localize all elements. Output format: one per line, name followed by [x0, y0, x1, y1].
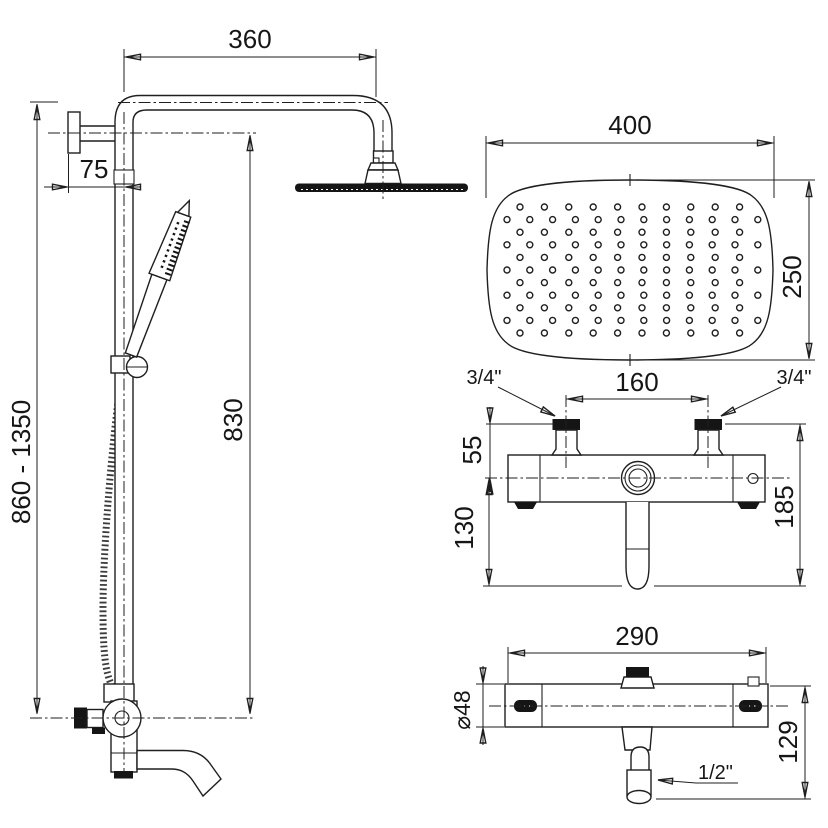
top-button — [747, 676, 760, 687]
overhead-shower-plate — [295, 183, 468, 192]
dim-body-width-label: 290 — [615, 621, 658, 651]
column-mixer-assembly — [74, 683, 222, 798]
dim-head-width-label: 400 — [608, 110, 651, 140]
dim-total-height-label: 185 — [769, 485, 799, 528]
dim-inlet-rise: 55 — [457, 407, 554, 495]
dim-inlet-right: 3/4" — [720, 367, 812, 417]
dim-body-diameter: ⌀48 — [449, 666, 504, 745]
hand-shower — [124, 198, 192, 358]
dim-height-range: 860 - 1350 — [6, 101, 58, 714]
bottom-cap — [114, 771, 133, 779]
mixer-front-view: 3/4" 3/4" 160 55 130 — [449, 367, 812, 590]
dim-head-width: 400 — [485, 110, 775, 198]
mixer-top-view: 290 ⌀48 129 1/2" — [449, 621, 811, 805]
hand-shower-holder — [110, 355, 149, 379]
dim-outlet-thread-label: 1/2" — [698, 762, 733, 784]
dim-inlet-rise-label: 55 — [457, 436, 487, 465]
top-knob — [620, 667, 655, 689]
dim-head-depth: 250 — [638, 179, 815, 361]
dim-outlet-drop: 130 — [449, 478, 622, 587]
shower-hose — [99, 377, 125, 688]
dim-bar-height: 830 — [218, 135, 254, 714]
head-outline — [486, 179, 774, 361]
shower-head-top-view: 400 250 — [485, 110, 815, 366]
dim-head-depth-label: 250 — [777, 255, 807, 298]
dim-body-depth-label: 129 — [773, 720, 803, 763]
dim-bar-height-label: 830 — [218, 398, 248, 441]
dim-inlet-left: 3/4" — [467, 367, 556, 417]
outlet-pipe — [625, 502, 650, 590]
dim-wall-offset: 75 — [44, 154, 142, 193]
dim-total-height: 185 — [654, 423, 806, 587]
dim-body-depth: 129 — [656, 685, 811, 800]
dim-wall-offset-label: 75 — [80, 154, 109, 184]
dim-inlet-right-label: 3/4" — [777, 367, 812, 389]
foot-left — [514, 502, 537, 509]
dim-arm-width: 360 — [123, 24, 377, 97]
dim-inlet-spacing: 160 — [566, 367, 708, 403]
dim-inlet-spacing-label: 160 — [615, 367, 658, 397]
shower-arm — [115, 95, 392, 152]
dim-arm-width-label: 360 — [228, 24, 271, 54]
dim-body-diameter-label: ⌀48 — [449, 690, 475, 729]
dim-outlet-thread: 1/2" — [657, 762, 738, 785]
shower-column-side-view: 360 75 860 - 1350 830 — [6, 24, 468, 798]
spout-top-view — [621, 726, 653, 805]
spray-nozzle-dots — [503, 203, 762, 337]
tub-spout — [136, 749, 222, 798]
dim-outlet-drop-label: 130 — [449, 506, 479, 549]
dim-height-range-label: 860 - 1350 — [6, 400, 36, 524]
dim-inlet-left-label: 3/4" — [467, 367, 502, 389]
dim-body-width: 290 — [507, 621, 767, 683]
foot-right — [737, 502, 760, 509]
